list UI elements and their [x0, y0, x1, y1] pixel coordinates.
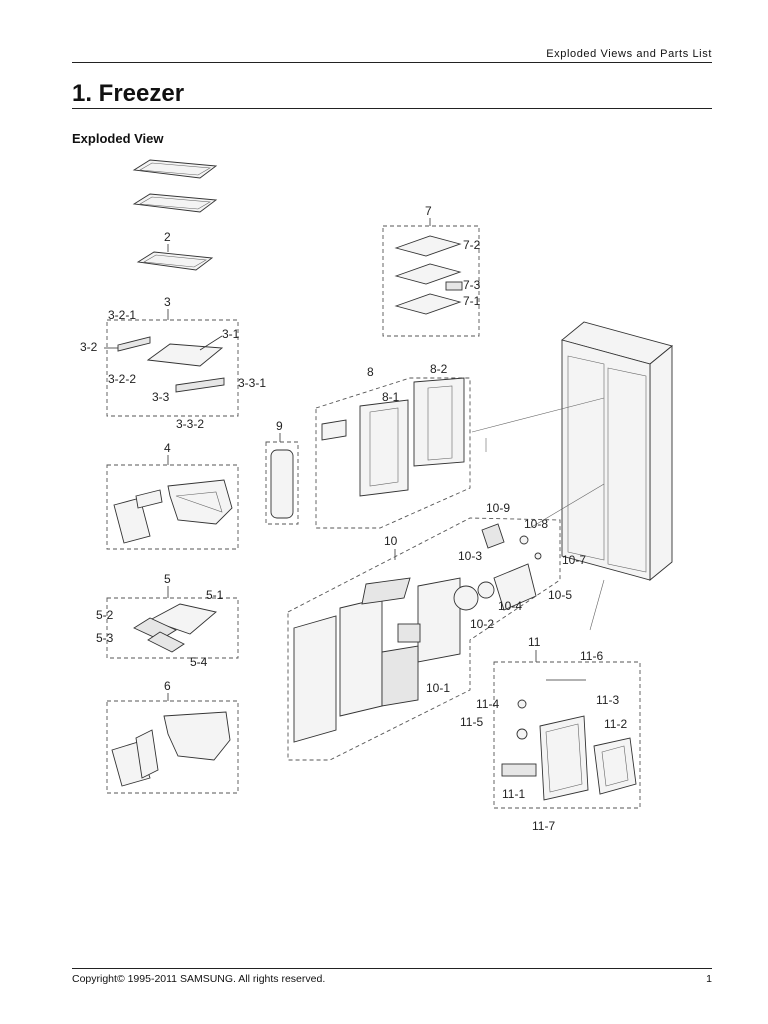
header-rule: [72, 62, 712, 63]
label-7-2: 7-2: [463, 238, 481, 252]
label-10-1: 10-1: [426, 681, 450, 695]
part-3-box: [106, 319, 239, 417]
label-11-5: 11-5: [460, 715, 483, 729]
label-7-1: 7-1: [463, 294, 481, 308]
refrigerator-cabinet: [471, 321, 673, 631]
label-3-3: 3-3: [152, 390, 170, 404]
label-7: 7: [425, 204, 432, 218]
footer-rule: [72, 968, 712, 969]
label-3-2-1: 3-2-1: [108, 308, 136, 322]
label-3-3-1: 3-3-1: [238, 376, 266, 390]
section-title-rule: [72, 108, 712, 109]
label-4: 4: [164, 441, 171, 455]
label-2: 2: [164, 230, 171, 244]
label-8: 8: [367, 365, 374, 379]
label-11-4: 11-4: [476, 697, 499, 711]
part-5-box: [106, 597, 239, 659]
section-subtitle: Exploded View: [72, 131, 164, 146]
label-5-4: 5-4: [190, 655, 208, 669]
label-5-1: 5-1: [206, 588, 224, 602]
header-title: Exploded Views and Parts List: [546, 48, 712, 60]
label-10-5: 10-5: [548, 588, 572, 602]
part-9-box: [265, 441, 299, 525]
group-part-4: 4: [106, 441, 239, 550]
label-9: 9: [276, 419, 283, 433]
label-5-2: 5-2: [96, 608, 114, 622]
part-10-box: [287, 517, 561, 761]
label-11-1: 11-1: [502, 787, 525, 801]
group-part-6: 6: [106, 679, 239, 794]
label-8-2: 8-2: [430, 362, 448, 376]
group-part-9: 9: [265, 419, 299, 525]
label-3-2: 3-2: [80, 340, 98, 354]
label-11-7: 11-7: [532, 819, 555, 833]
label-10-8: 10-8: [524, 517, 548, 531]
label-3-3-2: 3-3-2: [176, 417, 204, 431]
label-11-6: 11-6: [580, 649, 603, 663]
part-4-box: [106, 464, 239, 550]
section-title: 1. Freezer: [72, 80, 185, 107]
label-11-2: 11-2: [604, 717, 627, 731]
label-10-2: 10-2: [470, 617, 494, 631]
page-number: 1: [706, 973, 712, 985]
label-10-3: 10-3: [458, 549, 482, 563]
group-part-5: 5 5-1 5-2 5-3 5-4: [96, 572, 239, 669]
group-part-8: 8 8-1 8-2: [315, 362, 471, 529]
label-5: 5: [164, 572, 171, 586]
label-3: 3: [164, 295, 171, 309]
label-5-3: 5-3: [96, 631, 114, 645]
label-10: 10: [384, 534, 398, 548]
label-10-9: 10-9: [486, 501, 510, 515]
label-6: 6: [164, 679, 171, 693]
label-3-2-2: 3-2-2: [108, 372, 136, 386]
label-8-1: 8-1: [382, 390, 400, 404]
label-3-1: 3-1: [222, 327, 240, 341]
part-6-box: [106, 700, 239, 794]
footer-copyright: Copyright© 1995-2011 SAMSUNG. All rights…: [72, 973, 326, 985]
part-8-box: [315, 377, 471, 529]
group-part-7: 7 7-2 7-3 7-1: [382, 204, 481, 337]
group-part-3: 3 3-2-1 3-2 3-2-2 3-1 3-3 3-3-1 3-3-2: [80, 295, 266, 431]
label-10-4: 10-4: [498, 599, 522, 613]
label-11-3: 11-3: [596, 693, 619, 707]
shelf-part-top: [132, 159, 218, 213]
part-11-box: [493, 661, 641, 809]
group-part-10: 10 10-9 10-8 10-3 10-7 10-4 10-5 10-2 10…: [287, 501, 586, 761]
label-11: 11: [528, 635, 541, 649]
shelf-part-2: 2: [136, 230, 214, 271]
label-7-3: 7-3: [463, 278, 481, 292]
label-10-7: 10-7: [562, 553, 586, 567]
group-part-11: 11 11-6 11-3 11-4 11-5 11-2 11-1 11-7: [460, 635, 641, 833]
part-7-box: [382, 225, 480, 337]
